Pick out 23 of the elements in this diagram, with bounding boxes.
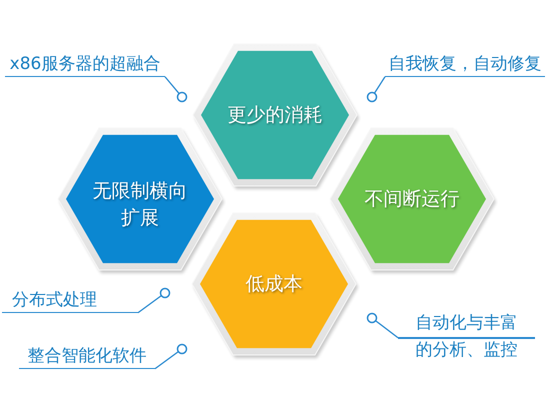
leader-line (374, 76, 386, 94)
callout-label: 自动化与丰富的分析、监控 (398, 310, 535, 364)
hexagon-tile (328, 126, 498, 276)
callout-ring (366, 312, 378, 324)
leader-line (138, 295, 162, 314)
leader-line (375, 320, 398, 338)
hexagon-tile (56, 126, 226, 276)
callout-label: x86服务器的超融合 (5, 52, 165, 77)
hexagon-tile (190, 211, 360, 361)
callout-ring (176, 343, 188, 355)
callout-ring (159, 287, 171, 299)
callout-label: 整合智能化软件 (19, 344, 155, 369)
callout-label: 分布式处理 (2, 288, 138, 313)
callout-label: 自我恢复，自动修复 (385, 52, 545, 77)
hexagon-label: 低成本 (246, 272, 302, 296)
hexagon-label: 无限制横向扩展 (92, 179, 188, 231)
leader-line (164, 76, 180, 94)
leader-line (154, 351, 179, 370)
hexagon-tile (191, 42, 361, 192)
callout-ring (176, 91, 188, 103)
hexagon-label: 不间断运行 (364, 186, 460, 212)
hexagon-label: 更少的消耗 (228, 102, 322, 128)
callout-ring (366, 91, 378, 103)
